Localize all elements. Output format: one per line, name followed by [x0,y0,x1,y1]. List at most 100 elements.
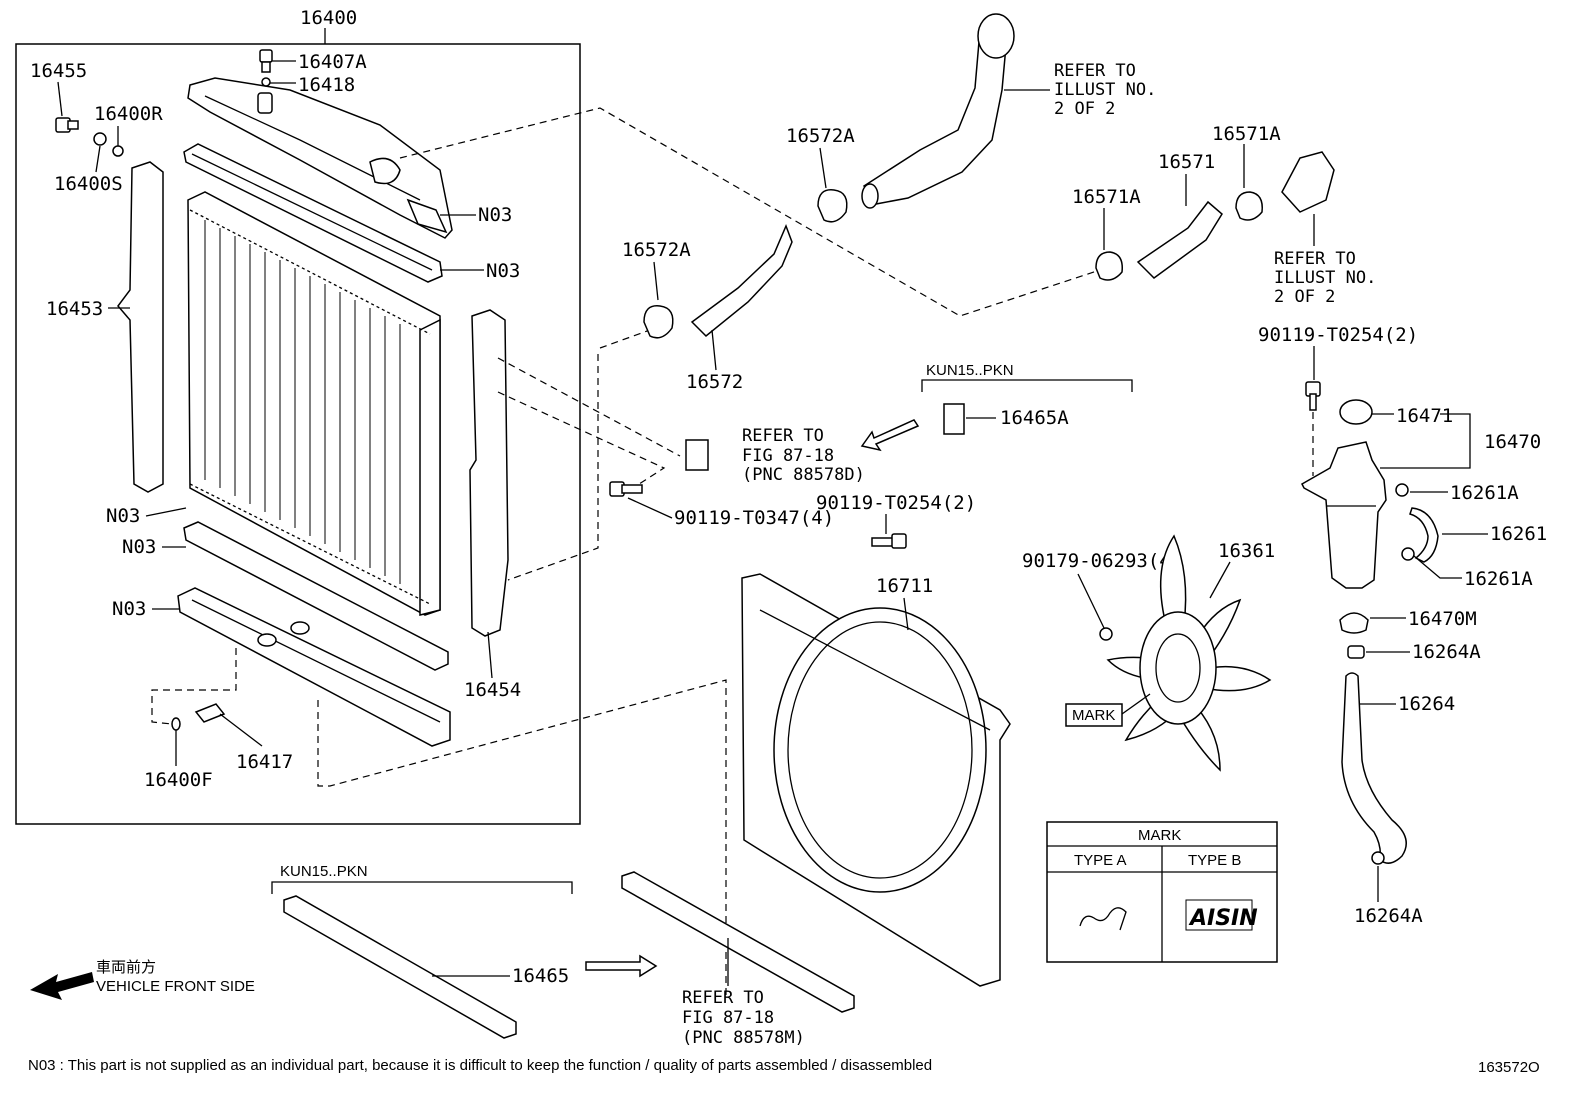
mark-table [1046,821,1278,963]
callout-90119-T0347[interactable]: 90119-T0347(4) [674,507,834,529]
clamp-16572A-top-part[interactable] [817,189,848,223]
upper-tank-part[interactable] [187,77,453,239]
callout-16400R[interactable]: 16400R [94,103,163,125]
bolt-90119-T0254-top-part[interactable] [1305,381,1321,411]
callout-16572[interactable]: 16572 [686,371,743,393]
group-label[interactable]: 16400 [300,7,357,29]
callout-16417[interactable]: 16417 [236,751,293,773]
callout-16261[interactable]: 16261 [1490,523,1547,545]
mark-tag-box [1065,703,1123,727]
refer-right-line1: REFER TO [1274,249,1356,269]
seal-right-bottom-part[interactable] [621,871,855,1013]
callout-16572A-mid[interactable]: 16572A [622,239,691,261]
callout-16711[interactable]: 16711 [876,575,933,597]
refer-fig-b-line1: REFER TO [682,988,764,1008]
callout-16572A-top[interactable]: 16572A [786,125,855,147]
cap-16407A-part[interactable] [259,49,273,73]
mark-tag: MARK [1072,707,1115,724]
kun-label-bottom: KUN15..PKN [280,863,368,880]
callout-n03-5[interactable]: N03 [112,598,146,620]
callout-n03-2[interactable]: N03 [486,260,520,282]
cap-16471-part[interactable] [1339,399,1373,425]
callout-90119-T0254-mid[interactable]: 90119-T0254(2) [816,492,976,514]
callout-16264A-bot[interactable]: 16264A [1354,905,1423,927]
callout-16264A-top[interactable]: 16264A [1412,641,1481,663]
mark-type-b: TYPE B [1188,852,1241,869]
upper-pipe-part[interactable] [861,13,1015,209]
bolt-90119-T0254-mid-part[interactable] [871,533,907,549]
clamp-16261A-bot-part[interactable] [1401,547,1415,561]
fan-shroud-part[interactable] [741,573,1011,987]
callout-16465[interactable]: 16465 [512,965,569,987]
callout-n03-1[interactable]: N03 [478,204,512,226]
hose-16571-part[interactable] [1136,200,1223,279]
callout-16571A-top[interactable]: 16571A [1212,123,1281,145]
plug-16400R-part[interactable] [93,132,107,146]
drain-cock-16417-part[interactable] [194,703,226,723]
refer-upper-line2: ILLUST NO. [1054,80,1156,100]
radiator-core-part[interactable] [187,191,441,616]
bolt-16455-part[interactable] [55,117,79,133]
callout-16454[interactable]: 16454 [464,679,521,701]
callout-16400F[interactable]: 16400F [144,769,213,791]
lower-gasket-part[interactable] [183,521,449,671]
fan-16361-part[interactable] [1106,534,1272,772]
callout-16571A-left[interactable]: 16571A [1072,186,1141,208]
right-side-bracket-part[interactable] [469,309,509,637]
hose-16264-part[interactable] [1341,672,1407,864]
callout-16453[interactable]: 16453 [46,298,103,320]
left-side-bracket-part[interactable] [117,161,164,493]
callout-16470[interactable]: 16470 [1484,431,1541,453]
callout-16418[interactable]: 16418 [298,74,355,96]
clamp-16572A-mid-part[interactable] [643,305,674,339]
callout-16264[interactable]: 16264 [1398,693,1455,715]
lower-tank-part[interactable] [177,587,451,747]
kun-label-top: KUN15..PKN [926,362,1014,379]
seal-left-part[interactable] [685,439,709,471]
mark-type-a: TYPE A [1074,852,1127,869]
callout-16470M[interactable]: 16470M [1408,608,1477,630]
callout-16471[interactable]: 16471 [1396,405,1453,427]
refer-fig-a-line3: (PNC 88578D) [742,465,865,485]
clamp-16571A-right-part[interactable] [1235,191,1263,221]
callout-n03-3[interactable]: N03 [106,505,140,527]
callout-16407A[interactable]: 16407A [298,51,367,73]
callout-90179-06293[interactable]: 90179-06293(4) [1022,550,1182,572]
callout-16261A-bot[interactable]: 16261A [1464,568,1533,590]
oring-16400F-part[interactable] [171,717,181,731]
nut-90179-06293-part[interactable] [1099,627,1113,641]
seal-16465A-part[interactable] [943,403,965,435]
callout-16455[interactable]: 16455 [30,60,87,82]
callout-16261A-top[interactable]: 16261A [1450,482,1519,504]
grommet-16470M-part[interactable] [1339,612,1369,634]
vehicle-front-arrow-icon [30,972,94,1000]
hose-16572-part[interactable] [690,223,793,338]
aisin-logo: AISIN [1188,906,1258,931]
callout-90119-T0254-top[interactable]: 90119-T0254(2) [1258,324,1418,346]
illustration-id: 163572O [1478,1059,1540,1076]
oring-16418-part[interactable] [261,77,271,87]
direction-arrow-1 [860,419,920,452]
outlet-fitting-part[interactable] [1281,151,1335,213]
callout-16361[interactable]: 16361 [1218,540,1275,562]
refer-upper-line3: 2 OF 2 [1054,99,1115,119]
refer-right-line3: 2 OF 2 [1274,287,1335,307]
washer-16400S-part[interactable] [112,145,124,157]
seal-16465-part[interactable] [283,895,517,1039]
callout-n03-4[interactable]: N03 [122,536,156,558]
clamp-16571A-left-part[interactable] [1095,251,1123,281]
refer-fig-b-line2: FIG 87-18 [682,1008,774,1028]
callout-16465A[interactable]: 16465A [1000,407,1069,429]
reservoir-16470-part[interactable] [1301,441,1387,589]
bolt-90119-T0347-part[interactable] [609,481,643,497]
clamp-16261A-top-part[interactable] [1395,483,1409,497]
callout-16400S[interactable]: 16400S [54,173,123,195]
direction-arrow-2 [585,954,658,978]
refer-fig-b-line3: (PNC 88578M) [682,1028,805,1048]
clamp-16264A-top-part[interactable] [1347,645,1365,659]
refer-upper-line1: REFER TO [1054,61,1136,81]
callout-16571[interactable]: 16571 [1158,151,1215,173]
radiator-group-frame [15,43,581,825]
clamp-16264A-bot-part[interactable] [1371,851,1385,865]
